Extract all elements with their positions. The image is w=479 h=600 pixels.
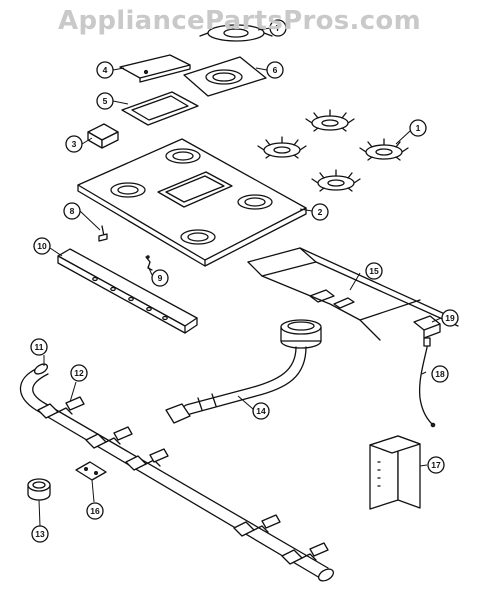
callout-14: 14 [252,402,270,420]
svg-text:12: 12 [74,368,84,378]
callout-5: 5 [96,92,114,110]
svg-text:1: 1 [416,123,421,133]
part-4-cover-plate[interactable] [119,54,191,83]
callout-7: 7 [269,19,287,37]
leader-lines [38,27,442,527]
part-2-cooktop[interactable] [77,138,307,267]
callout-11: 11 [30,338,48,356]
burner-grate [305,109,355,132]
callout-17: 17 [427,456,445,474]
part-12-burner-valves[interactable] [37,396,329,565]
valve [125,448,169,471]
watermark: AppliancePartsPros.com [58,6,421,36]
svg-text:16: 16 [90,506,100,516]
part-19-bracket[interactable] [413,315,441,339]
svg-text:17: 17 [431,460,441,470]
callout-18: 18 [431,365,449,383]
callout-16: 16 [86,502,104,520]
svg-text:10: 10 [37,241,47,251]
part-18-igniter-wire[interactable] [418,337,436,428]
callout-3: 3 [65,135,83,153]
callout-13: 13 [31,525,49,543]
part-7-grate-top[interactable] [199,19,273,42]
part-8-screw[interactable] [98,225,108,242]
part-15-burner-box[interactable] [247,247,459,341]
callout-6: 6 [266,61,284,79]
callout-1: 1 [409,119,427,137]
callout-4: 4 [96,61,114,79]
part-10-manifold-panel[interactable] [57,248,198,334]
part-6-burner-plate[interactable] [183,56,267,97]
valve [233,514,281,537]
svg-text:2: 2 [318,207,323,217]
svg-text:18: 18 [435,369,445,379]
svg-text:19: 19 [445,313,455,323]
part-14-burner-tube[interactable] [165,319,322,424]
part-13-knob[interactable] [27,478,51,501]
part-17-control-module[interactable] [369,435,421,510]
part-16-plate[interactable] [75,461,107,481]
callout-9: 9 [151,269,169,287]
svg-text:15: 15 [369,266,379,276]
part-9-clip[interactable] [145,255,153,271]
callout-12: 12 [70,364,88,382]
callout-19: 19 [441,309,459,327]
callout-2: 2 [311,203,329,221]
callout-15: 15 [365,262,383,280]
burner-grate [257,136,307,159]
svg-text:14: 14 [256,406,266,416]
svg-text:8: 8 [70,206,75,216]
svg-text:7: 7 [276,23,281,33]
part-3-small-box[interactable] [87,123,119,149]
svg-text:13: 13 [35,529,45,539]
part-5-gasket[interactable] [121,91,199,126]
svg-text:3: 3 [72,139,77,149]
svg-text:9: 9 [158,273,163,283]
part-11-manifold-tube[interactable] [19,362,335,583]
svg-text:4: 4 [103,65,108,75]
valve [85,426,133,449]
valve [281,542,329,565]
svg-text:6: 6 [273,65,278,75]
callout-8: 8 [63,202,81,220]
callout-10: 10 [33,237,51,255]
svg-text:5: 5 [103,96,108,106]
valve [37,396,85,419]
burner-grate [359,138,409,161]
burner-grate [311,169,361,192]
part-1-burner-grates[interactable] [257,109,409,192]
svg-text:11: 11 [35,342,44,352]
